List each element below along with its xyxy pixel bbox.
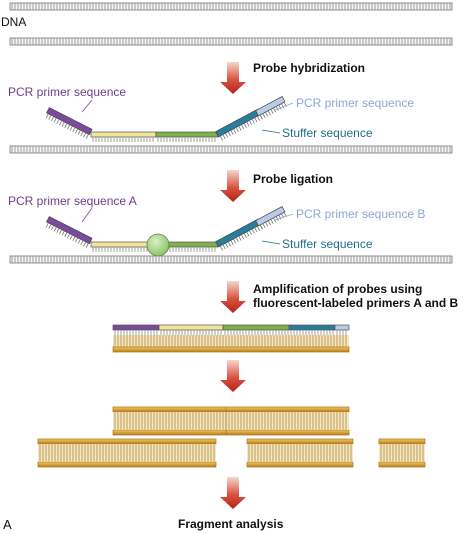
probe-right-hybridization-seg	[155, 131, 219, 142]
step-fragment-analysis: Fragment analysis	[178, 517, 284, 531]
amplicon-fragment-3	[378, 438, 426, 468]
arrow-to-amplicons	[220, 360, 246, 392]
step-amplification-line2: fluorescent-labeled primers A and B	[253, 296, 459, 310]
arrow-amplification	[220, 281, 246, 313]
amplicon-fragment-1	[37, 438, 217, 468]
step-probe-ligation: Probe ligation	[253, 172, 334, 186]
step-amplification-line1: Amplification of probes using	[253, 282, 423, 296]
arrow-fragment-analysis	[220, 477, 246, 509]
leader-left-1	[81, 99, 93, 113]
dna-strand-top-2	[9, 37, 453, 46]
probe-left-hybridization-seg	[90, 131, 157, 142]
stuffer-label-1: Stuffer sequence	[282, 126, 373, 140]
amp-seg-yellow	[158, 324, 224, 335]
pcr-primer-label-right-2: PCR primer sequence B	[296, 207, 426, 221]
panel-label: A	[3, 517, 12, 532]
amp-seg-lightblue	[334, 324, 350, 335]
primer-tail-right-2	[255, 206, 287, 230]
amp-bottom-strand	[112, 335, 350, 353]
dna-strand-target-2	[9, 255, 453, 264]
ligase-circle	[146, 233, 170, 257]
arrow-ligation	[220, 170, 246, 202]
leader-left-2	[81, 207, 93, 223]
amplicon-fragment-2	[246, 438, 354, 468]
primer-tail-left-1	[45, 107, 93, 139]
amplicon-long	[112, 406, 350, 436]
leader-stuffer-2	[261, 240, 281, 245]
arrow-hybridization	[220, 62, 246, 94]
leader-right-1	[274, 102, 294, 111]
dna-strand-top-1	[9, 2, 453, 11]
amp-seg-teal	[288, 324, 336, 335]
primer-tail-left-2	[45, 216, 93, 248]
dna-label: DNA	[1, 15, 27, 29]
amp-seg-purple	[112, 324, 160, 335]
stuffer-tail-right-1	[215, 108, 263, 141]
stuffer-tail-right-2	[215, 218, 263, 251]
pcr-primer-label-left-2: PCR primer sequence A	[8, 194, 137, 208]
step-probe-hybridization: Probe hybridization	[253, 61, 366, 75]
leader-stuffer-1	[261, 129, 281, 134]
pcr-primer-label-left-1: PCR primer sequence	[8, 85, 127, 99]
amp-seg-green	[222, 324, 290, 335]
leader-right-2	[274, 213, 294, 221]
probe-left-ligation-seg	[90, 241, 157, 252]
pcr-primer-label-right-1: PCR primer sequence	[296, 96, 415, 110]
primer-tail-right-1	[255, 96, 287, 120]
stuffer-label-2: Stuffer sequence	[282, 237, 373, 251]
dna-strand-target-1	[9, 145, 453, 154]
